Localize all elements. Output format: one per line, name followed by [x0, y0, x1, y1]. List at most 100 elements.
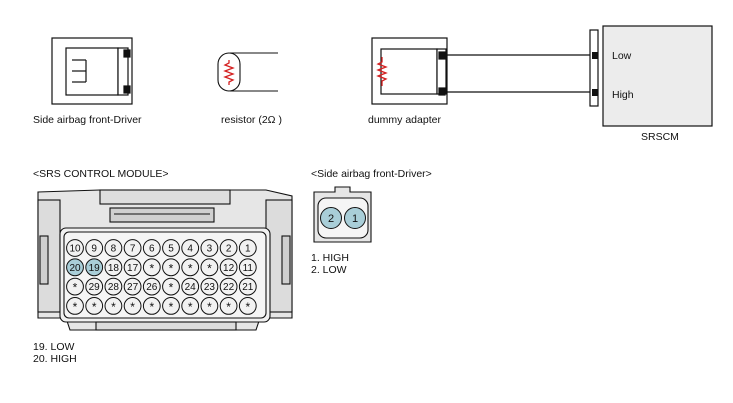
srs-pin-label: 11 — [243, 263, 254, 274]
srscm-low-label: Low — [612, 50, 632, 62]
srs-pin-label: 1 — [245, 244, 251, 255]
srs-pin-label: 29 — [89, 282, 101, 293]
srs-pin-label: 17 — [127, 263, 139, 274]
srs-pin-label: 22 — [223, 282, 235, 293]
srs-module-title: <SRS CONTROL MODULE> — [33, 168, 169, 180]
srs-pin-2-1 — [85, 277, 104, 296]
srs-pin-1-6 — [181, 258, 200, 277]
srs-pin-3-1 — [85, 297, 104, 315]
srs-pin-label: * — [226, 300, 231, 314]
side-airbag-connector-icon — [51, 37, 133, 105]
side-connector-legend: 1. HIGH 2. LOW — [311, 252, 349, 276]
srs-pin-label: * — [149, 300, 154, 314]
srs-pin-0-0 — [66, 239, 84, 257]
side-pin-label: 2 — [328, 213, 334, 225]
srs-pin-0-4 — [142, 239, 161, 257]
srs-pin-0-6 — [181, 239, 200, 257]
srs-pin-label: * — [92, 300, 97, 314]
srs-pin-3-8 — [219, 297, 238, 315]
srs-pin-label: 6 — [149, 244, 155, 255]
srs-pin-1-7 — [200, 258, 219, 277]
srs-pin-2-6 — [181, 277, 200, 296]
dummy-adapter-label: dummy adapter — [368, 114, 441, 126]
srscm-high-label: High — [612, 89, 634, 101]
srs-pin-label: * — [169, 300, 174, 314]
srscm-module-icon — [589, 25, 713, 127]
srs-pin-2-0 — [66, 277, 84, 296]
srs-pin-label: 21 — [242, 282, 254, 293]
srscm-label: SRSCM — [641, 131, 679, 143]
srs-pin-label: * — [149, 261, 154, 275]
srs-pin-3-7 — [200, 297, 219, 315]
srs-pin-1-9 — [238, 258, 257, 277]
srs-pin-label: 26 — [146, 282, 158, 293]
srs-pin-label: * — [188, 300, 193, 314]
srs-pin-label: 8 — [111, 244, 117, 255]
srs-pin-label: 4 — [187, 244, 193, 255]
srs-pin-2-9 — [238, 277, 257, 296]
srs-pin-label: * — [73, 281, 78, 295]
srs-module-legend: 19. LOW 20. HIGH — [33, 341, 77, 365]
srs-pin-1-5 — [162, 258, 180, 277]
srs-pin-label: 20 — [69, 263, 81, 274]
srs-pin-label: 24 — [185, 282, 197, 293]
srs-pin-1-3 — [123, 258, 142, 277]
side-legend-line-2: 2. LOW — [311, 264, 347, 276]
side-pin-label: 1 — [352, 213, 358, 225]
srs-pin-2-3 — [123, 277, 142, 296]
srs-pin-1-0 — [66, 258, 84, 277]
side-legend-line-1: 1. HIGH — [311, 252, 349, 264]
srs-pin-3-5 — [162, 297, 180, 315]
srs-pin-3-2 — [104, 297, 123, 315]
srs-pin-label: * — [207, 261, 212, 275]
srs-legend-line-1: 19. LOW — [33, 341, 75, 353]
srs-pin-label: 10 — [69, 244, 81, 255]
srs-pin-label: 27 — [127, 282, 139, 293]
srs-pin-label: * — [188, 261, 193, 275]
srs-pin-label: 12 — [223, 263, 235, 274]
srs-pin-2-8 — [219, 277, 238, 296]
srs-pin-label: * — [169, 281, 174, 295]
srs-pin-3-6 — [181, 297, 200, 315]
srs-pin-0-2 — [104, 239, 123, 257]
srs-pin-1-8 — [219, 258, 238, 277]
srs-legend-line-2: 20. HIGH — [33, 353, 77, 365]
srs-pin-label: 3 — [207, 244, 213, 255]
srs-pin-label: 2 — [226, 244, 232, 255]
srs-pin-0-3 — [123, 239, 142, 257]
srs-pin-label: 9 — [91, 244, 97, 255]
srs-pin-1-4 — [142, 258, 161, 277]
side-pin-2 — [320, 207, 342, 229]
srs-pin-2-2 — [104, 277, 123, 296]
srs-pin-label: * — [169, 261, 174, 275]
side-pin-1 — [344, 207, 366, 229]
srs-pin-3-0 — [66, 297, 84, 315]
srs-pin-2-7 — [200, 277, 219, 296]
srs-pin-label: 5 — [168, 244, 174, 255]
srs-pin-3-4 — [142, 297, 161, 315]
srs-pin-label: 23 — [204, 282, 216, 293]
srs-pin-label: * — [111, 300, 116, 314]
srs-pin-label: 7 — [130, 244, 136, 255]
srs-pin-2-5 — [162, 277, 180, 296]
srs-pin-3-9 — [238, 297, 257, 315]
srs-pin-0-1 — [85, 239, 104, 257]
harness-wires — [446, 54, 596, 93]
srs-pin-label: 28 — [108, 282, 120, 293]
dummy-adapter-icon — [371, 37, 448, 105]
side-airbag-label: Side airbag front-Driver — [33, 114, 142, 126]
srs-pin-1-2 — [104, 258, 123, 277]
side-connector-title: <Side airbag front-Driver> — [311, 168, 432, 180]
srs-pin-1-1 — [85, 258, 104, 277]
srs-pin-label: * — [245, 300, 250, 314]
srs-pin-0-7 — [200, 239, 219, 257]
srs-pin-0-8 — [219, 239, 238, 257]
srs-pin-2-4 — [142, 277, 161, 296]
srs-pin-label: * — [73, 300, 78, 314]
resistor-label: resistor (2Ω ) — [221, 114, 282, 126]
srs-pin-0-9 — [238, 239, 257, 257]
